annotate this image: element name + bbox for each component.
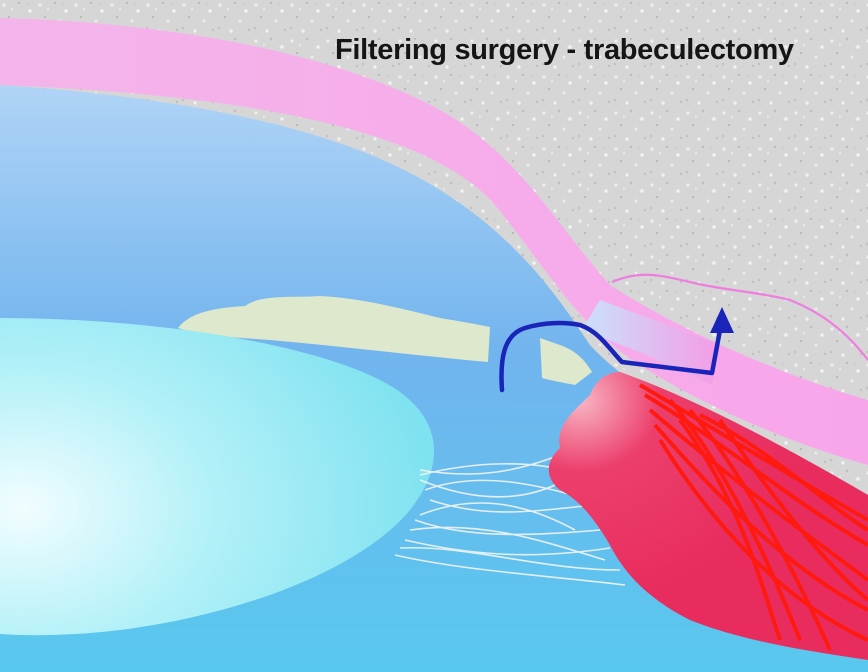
diagram-title: Filtering surgery - trabeculectomy [335, 34, 794, 67]
